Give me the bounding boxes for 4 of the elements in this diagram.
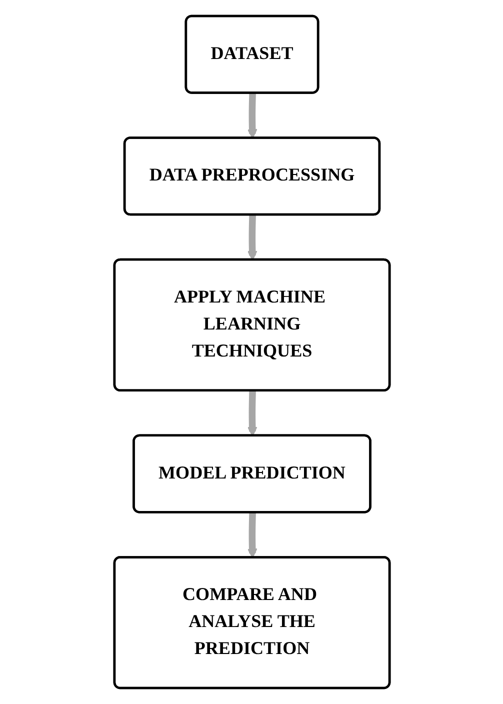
- arrow: [246, 512, 257, 558]
- arrow: [246, 214, 257, 261]
- arrow: [246, 390, 257, 436]
- arrow: [246, 93, 257, 139]
